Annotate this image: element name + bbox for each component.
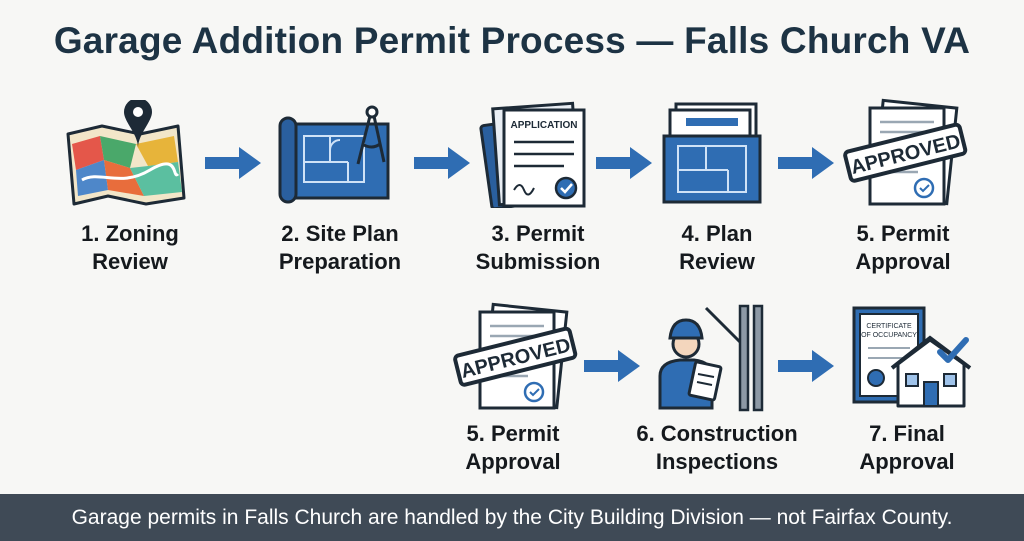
- flow-arrow-5: [582, 348, 642, 384]
- application-label: APPLICATION: [510, 120, 577, 131]
- application-document-icon: APPLICATION: [478, 98, 608, 208]
- plan-folder-icon: [656, 98, 786, 208]
- flow-arrow-4: [776, 145, 836, 181]
- approved-stamp-icon-row2: APPROVED: [448, 302, 578, 412]
- approved-stamp-icon: APPROVED: [838, 98, 968, 208]
- zoning-map-icon: [60, 100, 190, 210]
- page-title: Garage Addition Permit Process — Falls C…: [53, 20, 971, 61]
- flow-arrow-2: [412, 145, 472, 181]
- flow-arrow-3: [594, 145, 654, 181]
- flow-arrow-1: [203, 145, 263, 181]
- inspector-icon: [646, 302, 776, 412]
- certificate-house-icon: CERTIFICATE OF OCCUPANCY: [846, 302, 976, 412]
- certificate-line-1: CERTIFICATE: [866, 323, 912, 330]
- flow-arrow-6: [776, 348, 836, 384]
- blueprint-compass-icon: [272, 100, 402, 210]
- certificate-line-2: OF OCCUPANCY: [861, 332, 917, 339]
- footer-note: Garage permits in Falls Church are handl…: [0, 494, 1024, 541]
